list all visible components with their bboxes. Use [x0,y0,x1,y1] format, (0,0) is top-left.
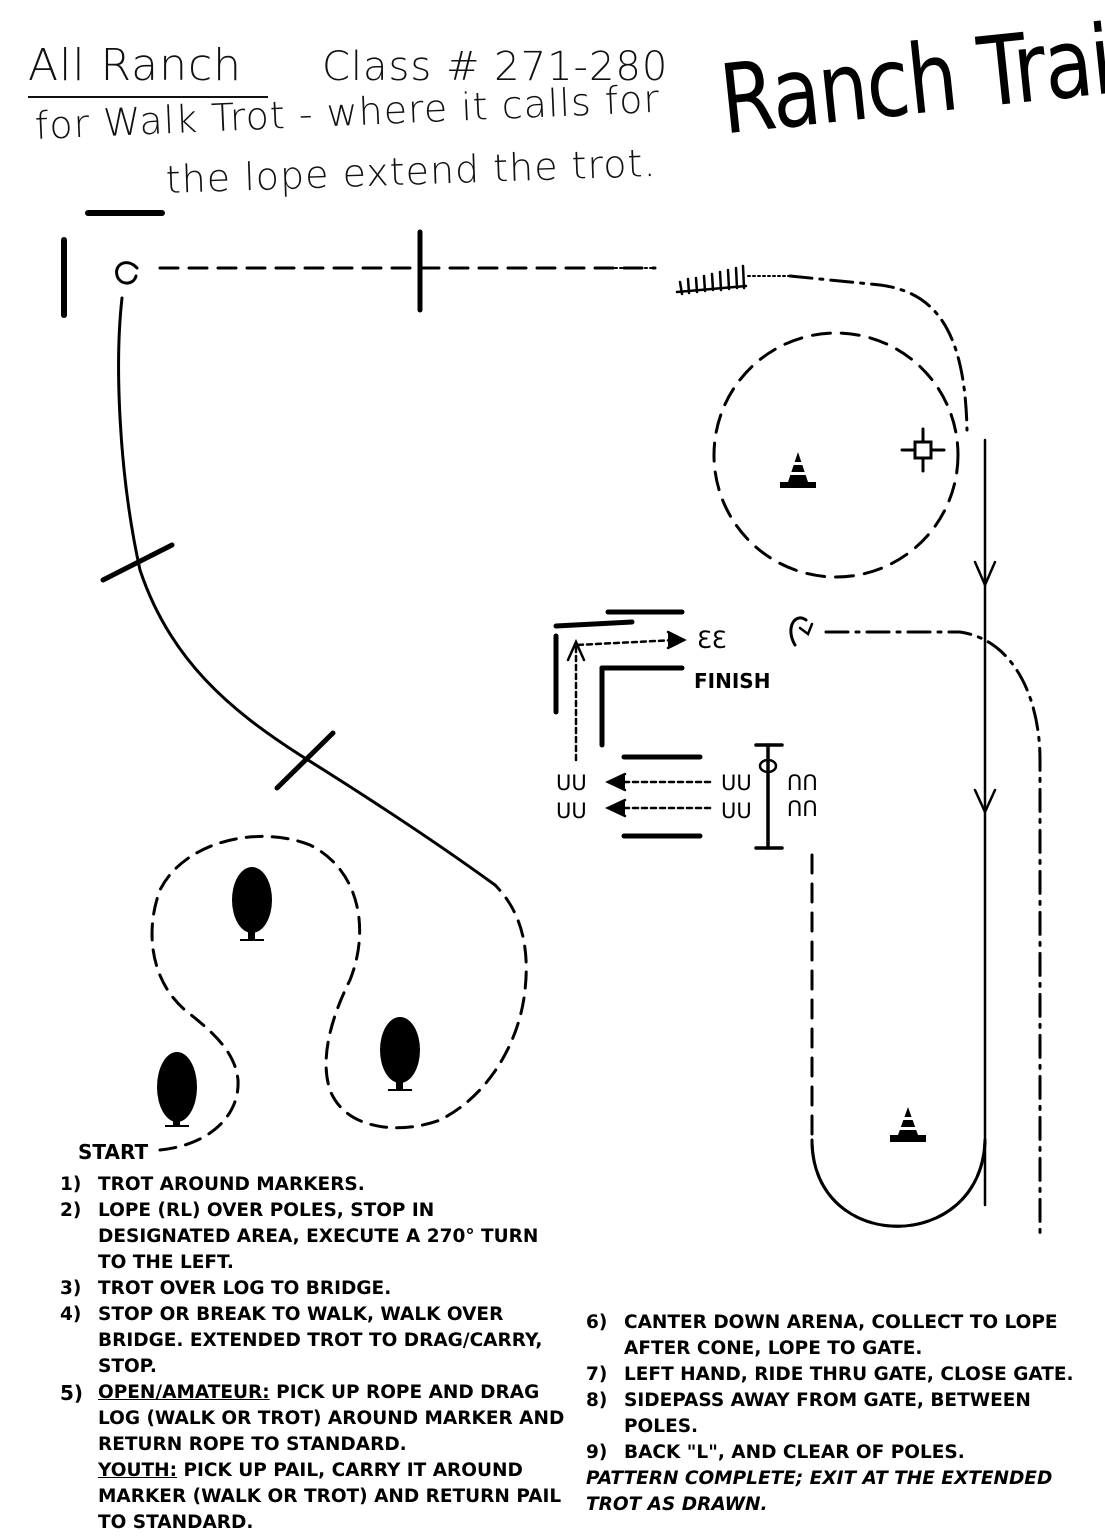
u-turn-solid [810,1138,987,1228]
hoof-marks-nn: ՈՈ [787,797,818,821]
finish-label: FINISH [694,669,771,693]
back-l-arrowhead-right [666,630,687,650]
turn-arrow-icon [115,261,139,285]
finish-hook-arrowhead [798,622,814,636]
class-numbers-label: Class # 271-280 [322,44,669,90]
step-4: 4) STOP OR BREAK TO WALK, WALK OVER BRID… [60,1304,543,1377]
step-6: 6) CANTER DOWN ARENA, COLLECT TO LOPE AF… [586,1312,1058,1359]
step-2: 2) LOPE (RL) OVER POLES, STOP IN DESIGNA… [60,1200,539,1273]
sidepass-arrowhead-2 [605,798,627,818]
sidepass-arrowhead-1 [605,772,627,792]
youth-label: YOUTH: [98,1460,177,1481]
arrow-down-1 [973,560,997,589]
cone-icon [890,1107,926,1142]
back-l-pole-top-lower [553,619,635,629]
back-l-arrowhead-up [566,638,586,662]
trot-around-markers-path [150,834,528,1152]
step-1: 1) TROT AROUND MARKERS. [60,1174,365,1195]
hoof-marks-uu: UU [556,799,587,823]
hoof-marks-uu: UU [556,771,587,795]
instructions-left: 1) TROT AROUND MARKERS. 2) LOPE (RL) OVE… [60,1172,570,1536]
start-label: START [78,1140,149,1164]
hoof-marks-nn: ՈՈ [787,771,818,795]
hoof-marks-uu: UU [721,771,752,795]
hoof-marks-ee: ƐƐ [697,626,726,654]
hoof-marks-uu: UU [721,799,752,823]
tree-icon [380,1017,420,1091]
arrow-down-2 [973,788,997,816]
step-5: 5) OPEN/AMATEUR: PICK UP ROPE AND DRAG L… [60,1381,565,1533]
gate-icon [675,264,748,296]
lope-curve-path [117,296,497,887]
path-dashdot-top-right [788,274,969,432]
step-7: 7) LEFT HAND, RIDE THRU GATE, CLOSE GATE… [586,1364,1074,1385]
youth-text: PICK UP PAIL, CARRY IT AROUND MARKER (WA… [98,1460,562,1533]
open-amateur-label: OPEN/AMATEUR: [98,1382,270,1403]
drag-standard-icon [754,743,784,850]
log-crossing-1 [100,542,175,583]
finish-hook-arrow [789,616,808,647]
cone-icon [780,452,816,488]
stop-spot-icon [900,427,946,473]
class-group-underline [28,96,268,98]
open-amateur-text: PICK UP ROPE AND DRAG LOG (WALK OR TROT)… [98,1382,565,1455]
class-group-label: All Ranch [28,40,243,91]
step-9: 9) BACK "L", AND CLEAR OF POLES. [586,1442,965,1463]
instructions-right: 6) CANTER DOWN ARENA, COLLECT TO LOPE AF… [586,1310,1101,1518]
log-crossing-2 [274,730,336,791]
path-dashdot-exit [824,630,1042,1242]
pattern-complete-note: PATTERN COMPLETE; EXIT AT THE EXTENDED T… [586,1468,1053,1515]
step-3: 3) TROT OVER LOG TO BRIDGE. [60,1278,392,1299]
u-turn-left-dashed [810,853,987,1228]
circle-around-cone [712,331,960,579]
tree-icon [232,867,272,941]
back-l-path [574,638,678,762]
tree-icon [157,1052,197,1127]
step-8: 8) SIDEPASS AWAY FROM GATE, BETWEEN POLE… [586,1390,1031,1437]
